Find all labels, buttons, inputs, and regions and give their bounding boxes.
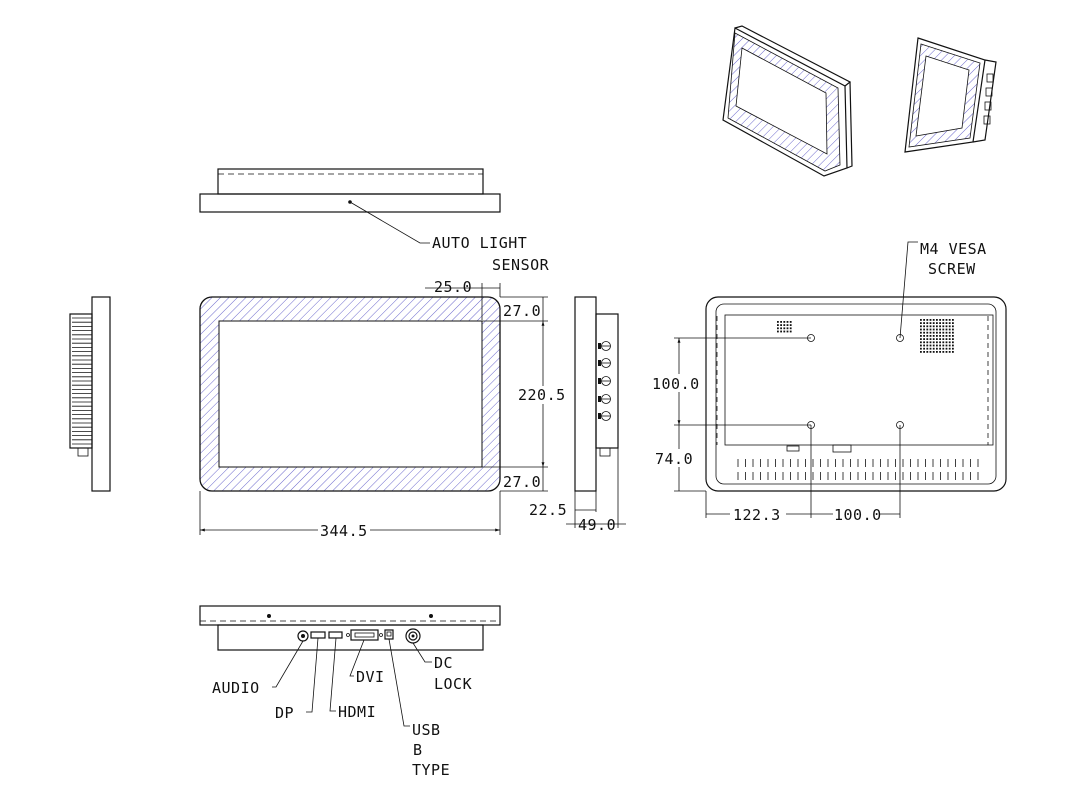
front-view	[199, 296, 501, 492]
auto-light-sensor-label: AUTO LIGHT	[432, 234, 527, 252]
auto-light-sensor-label-2: SENSOR	[492, 256, 550, 274]
isometric-view-rear	[904, 37, 997, 153]
dim-depth-total: 49.0	[578, 516, 616, 534]
usb-label: USB	[412, 721, 441, 739]
dc-label-2: LOCK	[434, 675, 472, 693]
usb-b-port	[384, 629, 394, 640]
rear-view	[705, 241, 1007, 492]
dvi-port	[346, 629, 383, 641]
m4-vesa-screw-label: M4 VESA	[920, 240, 987, 258]
dc-label: DC	[434, 654, 453, 672]
dim-depth-front: 22.5	[529, 501, 567, 519]
dim-vesa-side-offset: 122.3	[733, 506, 781, 524]
side-dimensions	[566, 448, 626, 528]
hdmi-label: HDMI	[338, 703, 376, 721]
dim-width: 344.5	[320, 522, 368, 540]
right-side-view	[574, 296, 619, 492]
audio-port	[297, 630, 309, 642]
dim-bezel-side: 25.0	[434, 278, 472, 296]
dim-bezel-top: 27.0	[503, 302, 541, 320]
screw-hole	[267, 614, 271, 618]
isometric-view-front	[722, 25, 853, 177]
left-side-view	[69, 296, 111, 492]
dp-port	[310, 631, 326, 639]
dc-lock-port	[405, 628, 421, 644]
hdmi-port	[328, 631, 343, 639]
dim-vesa-vertical: 100.0	[652, 375, 700, 393]
top-view	[199, 168, 501, 244]
dvi-label: DVI	[356, 668, 385, 686]
dim-vesa-horizontal: 100.0	[834, 506, 882, 524]
dim-height: 220.5	[518, 386, 566, 404]
audio-label: AUDIO	[212, 679, 260, 697]
bottom-view	[199, 605, 501, 727]
screw-hole	[429, 614, 433, 618]
usb-label-2: B	[413, 741, 423, 759]
m4-vesa-screw-label-2: SCREW	[928, 260, 976, 278]
usb-label-3: TYPE	[412, 761, 450, 779]
dim-vesa-bottom-offset: 74.0	[655, 450, 693, 468]
dim-bezel-bottom: 27.0	[503, 473, 541, 491]
dp-label: DP	[275, 704, 294, 722]
